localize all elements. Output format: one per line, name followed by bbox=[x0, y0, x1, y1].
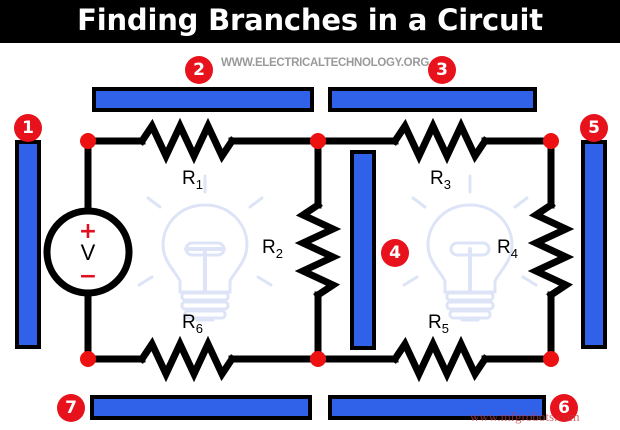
page-title: Finding Branches in a Circuit bbox=[77, 3, 543, 37]
branch-badge-7[interactable]: 7 bbox=[57, 394, 85, 422]
resistor-label-R4: R4 bbox=[497, 237, 518, 261]
branch-badge-5[interactable]: 5 bbox=[580, 114, 608, 142]
resistor-label-R3: R3 bbox=[430, 168, 451, 192]
wires bbox=[84, 117, 575, 383]
branch-badge-2[interactable]: 2 bbox=[185, 56, 213, 84]
branch-bar-6 bbox=[328, 395, 546, 420]
branch-bar-3 bbox=[328, 87, 537, 112]
source-minus-sign: − bbox=[78, 264, 98, 289]
branch-bar-1 bbox=[15, 140, 41, 349]
footer-watermark: www.mfgrobots.com bbox=[470, 409, 580, 424]
node-bottom-right bbox=[543, 351, 559, 367]
branch-badge-3[interactable]: 3 bbox=[428, 56, 456, 84]
voltage-source-symbol bbox=[43, 207, 133, 297]
node-top-right bbox=[543, 133, 559, 149]
branch-badge-6[interactable]: 6 bbox=[550, 394, 578, 422]
junction-nodes bbox=[80, 133, 559, 367]
node-bottom-left bbox=[80, 351, 96, 367]
resistor-label-R5: R5 bbox=[428, 312, 449, 336]
node-top-center bbox=[310, 133, 326, 149]
bulb-watermark-left bbox=[137, 174, 273, 322]
resistor-label-R2: R2 bbox=[262, 237, 283, 261]
source-v-label: V bbox=[80, 240, 96, 265]
node-top-left bbox=[80, 133, 96, 149]
branch-highlight-bars bbox=[15, 87, 607, 420]
branch-bar-2 bbox=[92, 87, 314, 112]
branch-bar-4 bbox=[350, 150, 376, 350]
branch-bar-5 bbox=[581, 140, 607, 349]
branch-badge-1[interactable]: 1 bbox=[14, 114, 42, 142]
branch-bar-7 bbox=[90, 395, 312, 420]
resistor-label-R1: R1 bbox=[182, 168, 203, 192]
source-plus-sign: + bbox=[78, 219, 98, 244]
bulb-watermark-right bbox=[402, 174, 538, 322]
branch-badge-4[interactable]: 4 bbox=[381, 239, 409, 267]
title-bar: Finding Branches in a Circuit bbox=[0, 0, 620, 43]
resistor-label-R6: R6 bbox=[182, 312, 203, 336]
site-url-text: WWW.ELECTRICALTECHNOLOGY.ORG bbox=[221, 57, 429, 69]
node-bottom-center bbox=[310, 351, 326, 367]
